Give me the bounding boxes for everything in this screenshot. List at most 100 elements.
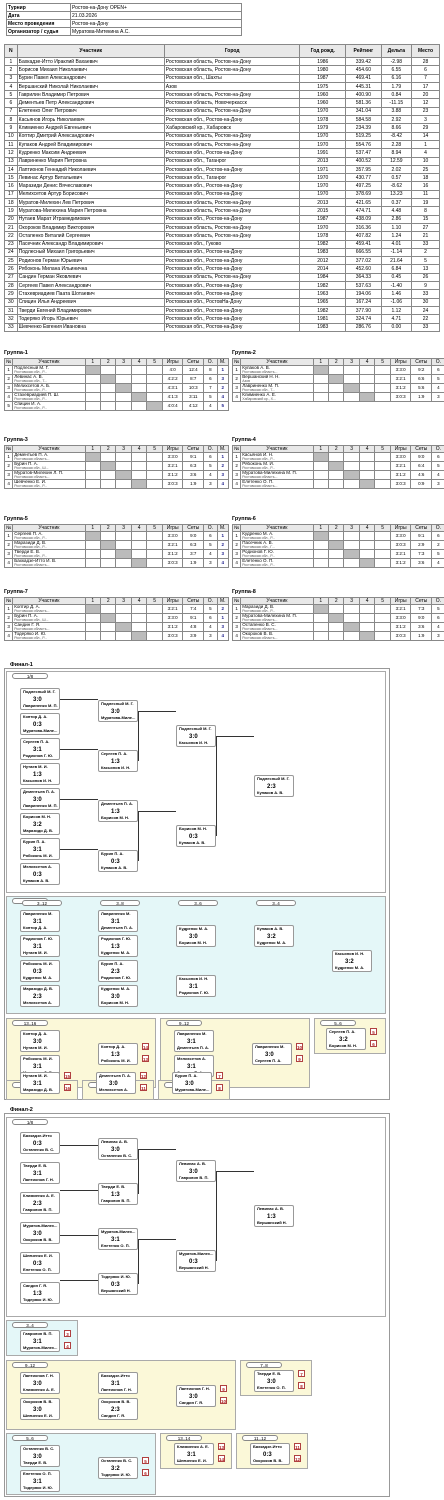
col-header: Дельта	[380, 44, 413, 58]
group-col-header: Участник	[240, 445, 314, 453]
group-player-name: Сергеев П. А.	[14, 531, 43, 536]
group-sets: 10:3	[182, 383, 205, 393]
group-col-header: Участник	[240, 524, 314, 532]
table-cell: Ростовская область, Ростов-на-Дону	[163, 198, 301, 208]
empty-cell	[146, 613, 163, 623]
group-player-name: Левинас А. В.	[14, 374, 43, 379]
table-cell: 234.39	[345, 123, 382, 133]
empty-cell	[374, 383, 391, 393]
match-cell	[327, 392, 345, 402]
match-player-a: Левинас А. В.	[257, 1207, 285, 1211]
table-cell: 519.25	[345, 131, 382, 141]
match-cell	[115, 374, 132, 384]
group-points: 3	[431, 631, 444, 641]
match-score: 2:3	[111, 969, 120, 975]
match-cell	[130, 374, 148, 384]
table-cell: 0.57	[380, 173, 413, 183]
group-place: 1	[216, 365, 230, 375]
match-score: 3:0	[189, 734, 198, 740]
group-col-header: 1	[84, 358, 101, 366]
match-cell	[358, 613, 376, 623]
group-points: 5	[203, 540, 218, 550]
match-cell	[343, 461, 360, 471]
match-player-a: Лаптионов Г. Н.	[179, 1387, 210, 1391]
empty-cell	[374, 622, 391, 632]
group-player: Тодеряко И. Ю.Ростовская обл., Р...	[12, 631, 86, 641]
match-player-a: Родионов Г. Ю.	[101, 937, 132, 941]
empty-cell	[374, 604, 391, 614]
table-cell: Ростовская область, Ростов-на-Дону	[163, 231, 301, 241]
match-player-a: Рябоконь М. И.	[23, 1057, 53, 1061]
group-col-header: Участник	[12, 445, 86, 453]
group-player: Елетенко О. П.Ростовская обл., Р...	[240, 558, 314, 568]
group-row-num: 2	[231, 461, 242, 471]
bracket-line	[60, 1190, 98, 1191]
table-cell: 1.12	[380, 305, 413, 316]
